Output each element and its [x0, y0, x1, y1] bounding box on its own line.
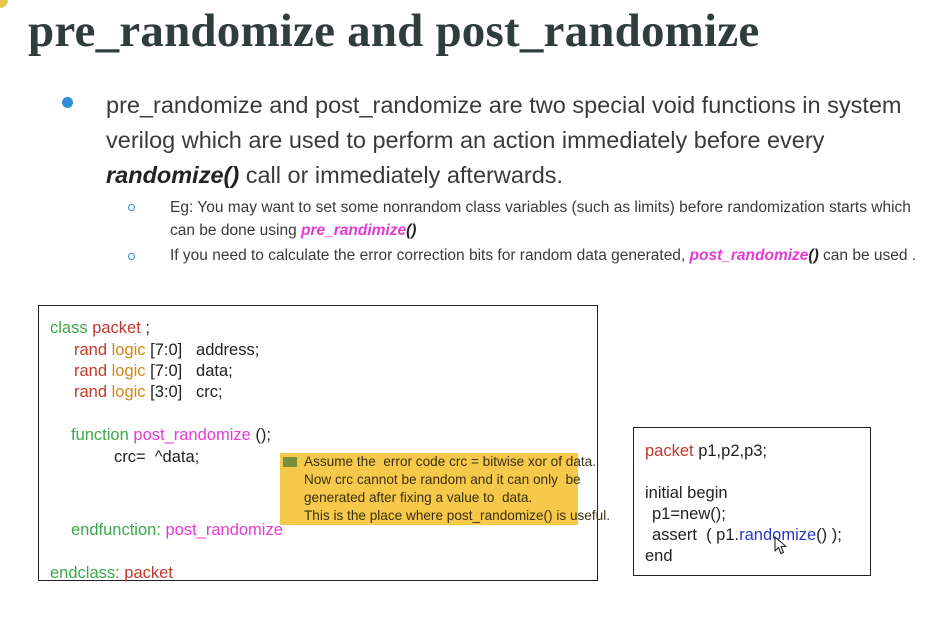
packet-type: packet — [645, 442, 694, 460]
sub-bullet-pre: Eg: You may want to set some nonrandom c… — [170, 196, 920, 242]
class-keyword: class — [50, 319, 88, 337]
field-name: data; — [182, 362, 233, 380]
post-randomize-parens: () — [808, 247, 819, 264]
assert-prefix: assert ( p1. — [652, 526, 740, 544]
type-keyword: logic — [111, 383, 146, 401]
pre-randomize-highlight: pre_randimize — [301, 222, 407, 239]
sub-bullet-circle-icon — [128, 204, 135, 211]
usage-code-box: packet p1,p2,p3; initial begin p1=new();… — [633, 427, 871, 576]
class-declaration: class packet ; — [50, 319, 150, 338]
packet-vars: p1,p2,p3; — [693, 442, 768, 460]
note-line: Assume the error code crc = bitwise xor … — [304, 454, 597, 469]
endclass-name: packet — [119, 564, 173, 582]
note-line: This is the place where post_randomize()… — [304, 508, 610, 523]
end-line: end — [645, 547, 673, 565]
function-keyword: function — [71, 426, 129, 444]
assert-line: assert ( p1.randomize() ); — [652, 526, 842, 545]
field-address: rand logic [7:0] address; — [74, 341, 259, 360]
class-code-box: class packet ; rand logic [7:0] address;… — [38, 305, 610, 583]
note-line: generated after fixing a value to data. — [304, 490, 533, 505]
field-crc: rand logic [3:0] crc; — [74, 383, 223, 402]
field-width: [7:0] — [145, 362, 183, 380]
function-tail: (); — [250, 426, 271, 444]
corner-accent — [0, 0, 8, 8]
endfunction-line: endfunction: post_randomize — [71, 521, 283, 540]
rand-keyword: rand — [74, 362, 108, 380]
class-punct: ; — [140, 319, 150, 337]
bullet-dot-icon — [62, 97, 73, 108]
endfunction-name: post_randomize — [160, 521, 283, 539]
initial-begin-line: initial begin — [645, 484, 728, 502]
new-line: p1=new(); — [652, 505, 726, 523]
endclass-line: endclass: packet — [50, 564, 173, 583]
field-name: address; — [182, 341, 260, 359]
type-keyword: logic — [111, 362, 146, 380]
note-line: Now crc cannot be random and it can only… — [304, 472, 581, 487]
annotation-note: Assume the error code crc = bitwise xor … — [280, 453, 610, 525]
pre-randomize-parens: () — [406, 222, 417, 239]
field-data: rand logic [7:0] data; — [74, 362, 233, 381]
class-name: packet — [92, 319, 141, 337]
note-marker-icon — [283, 457, 297, 467]
assert-suffix: () ); — [816, 526, 842, 544]
sub-bullet-circle-icon — [128, 253, 135, 260]
function-declaration: function post_randomize (); — [71, 426, 271, 445]
sub-bullet-pre-text: Eg: You may want to set some nonrandom c… — [170, 199, 911, 239]
main-bullet-text: pre_randomize and post_randomize are two… — [106, 88, 936, 193]
sub-bullet-post-text: If you need to calculate the error corre… — [170, 247, 690, 264]
mouse-pointer-icon — [774, 536, 787, 555]
packet-declaration: packet p1,p2,p3; — [645, 442, 767, 461]
sub-bullet-post-tail: can be used . — [818, 247, 917, 264]
function-name: post_randomize — [133, 426, 251, 444]
slide-title: pre_randomize and post_randomize — [28, 5, 760, 57]
function-body: crc= ^data; — [114, 448, 200, 466]
rand-keyword: rand — [74, 383, 108, 401]
field-name: crc; — [182, 383, 223, 401]
rand-keyword: rand — [74, 341, 108, 359]
bullet-text-part1: pre_randomize and post_randomize are two… — [106, 92, 902, 153]
bullet-text-part2: call or immediately afterwards. — [239, 162, 564, 188]
field-width: [3:0] — [145, 383, 183, 401]
endfunction-keyword: endfunction: — [71, 521, 161, 539]
sub-bullet-post: If you need to calculate the error corre… — [170, 244, 920, 267]
post-randomize-highlight: post_randomize — [689, 247, 809, 264]
endclass-keyword: endclass: — [50, 564, 120, 582]
field-width: [7:0] — [145, 341, 183, 359]
randomize-call: randomize — [739, 526, 817, 544]
randomize-keyword: randomize() — [106, 162, 240, 188]
type-keyword: logic — [111, 341, 146, 359]
